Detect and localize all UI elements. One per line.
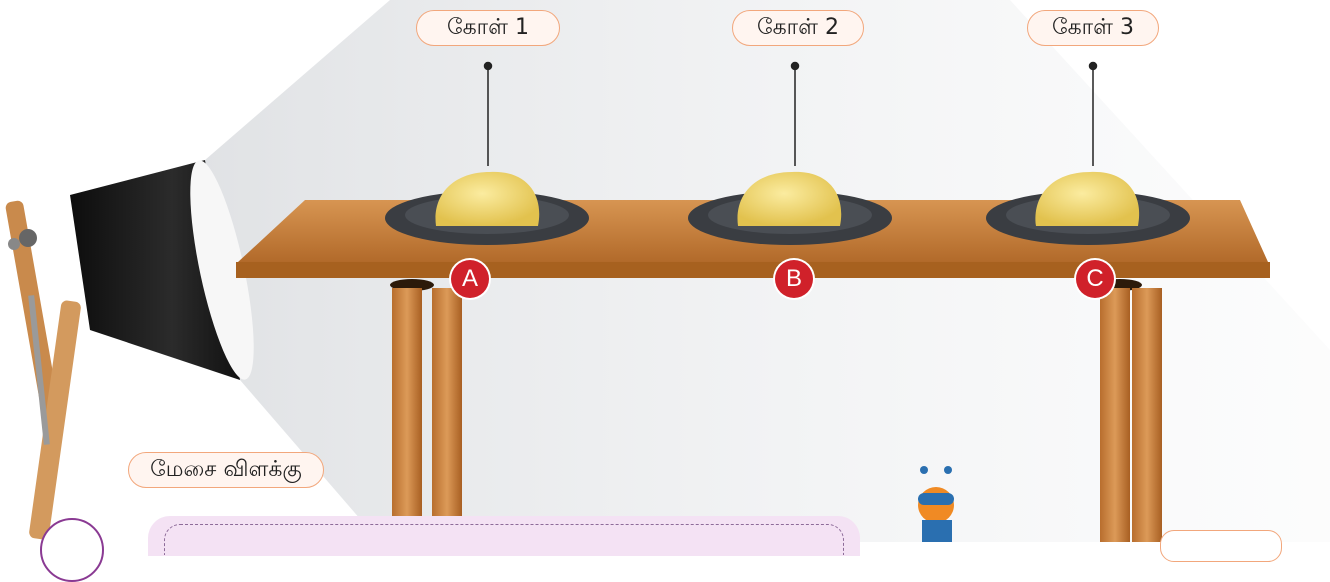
leader-lines: [483, 61, 1098, 166]
plate-2-label: கோள் 2: [732, 10, 864, 46]
lamp-stand: [5, 200, 81, 540]
plate-b: [688, 171, 892, 245]
marker-b: B: [775, 260, 813, 298]
scene-drawing: [5, 0, 1330, 542]
mascot-avatar: [40, 518, 104, 582]
lamp-shade: [70, 160, 254, 380]
lamp-label: மேசை விளக்கு: [128, 452, 324, 488]
plate-1-label: கோள் 1: [416, 10, 560, 46]
note-tab: [1160, 530, 1282, 562]
plate-3-label: கோள் 3: [1027, 10, 1159, 46]
note-border: [164, 524, 844, 555]
marker-a: A: [451, 260, 489, 298]
marker-c: C: [1076, 260, 1114, 298]
plate-a: [385, 171, 589, 245]
plate-c: [986, 171, 1190, 245]
mascot-figure: [918, 466, 954, 542]
note-box: [148, 516, 860, 556]
illustration-scene: கோள் 1 கோள் 2 கோள் 3 மேசை விளக்கு A B C: [5, 0, 1330, 582]
